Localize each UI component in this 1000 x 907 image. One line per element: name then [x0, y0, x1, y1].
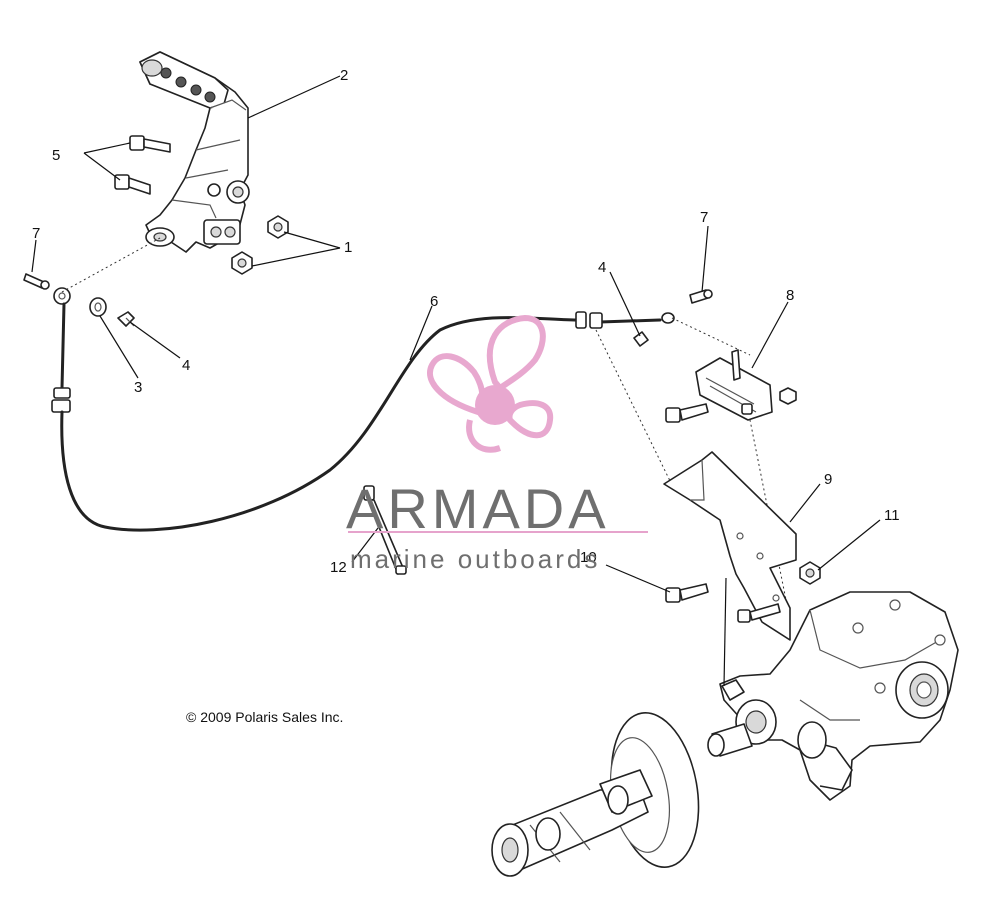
pin-right-part-7	[689, 289, 713, 304]
long-bolt-part-12	[363, 485, 407, 575]
callout-7-right: 7	[700, 209, 708, 226]
copyright-notice: © 2009 Polaris Sales Inc.	[186, 709, 343, 725]
alignment-lines	[61, 237, 791, 621]
brake-cable-part-6	[51, 287, 675, 532]
callout-2: 2	[340, 67, 348, 84]
lever-grip-holes	[160, 67, 216, 103]
clip-right-part-4	[633, 331, 649, 347]
armada-watermark: ARMADA marine outboards	[346, 314, 648, 574]
callout-5: 5	[52, 147, 60, 164]
callout-4-left: 4	[182, 357, 190, 374]
parking-brake-lever	[139, 51, 250, 253]
watermark-title: ARMADA	[346, 477, 610, 540]
callout-6: 6	[430, 293, 438, 310]
mounting-plate-part-9	[663, 451, 797, 641]
callout-labels: 2 5 1 7 3 4 6 4 7 8 9 11 10 12	[32, 67, 900, 576]
callout-12: 12	[330, 559, 347, 576]
nut-part-11	[799, 561, 821, 585]
driveshaft-yoke	[491, 769, 653, 877]
callout-3: 3	[134, 379, 142, 396]
watermark-subtitle: marine outboards	[350, 544, 600, 574]
clip-left-part-4	[117, 311, 135, 327]
propeller-logo-icon	[427, 314, 554, 453]
bolt-part-10	[665, 583, 709, 603]
brake-bracket-part-8	[665, 349, 797, 423]
nuts-part-1	[231, 215, 289, 275]
gearcase-housing	[707, 591, 959, 801]
pin-left-part-7	[23, 273, 50, 290]
callout-9: 9	[824, 471, 832, 488]
leader-lines	[31, 75, 881, 687]
washer-part-3	[89, 297, 107, 317]
callout-7-left: 7	[32, 225, 40, 242]
callout-4-right: 4	[598, 259, 606, 276]
callout-11: 11	[884, 507, 900, 524]
callout-10: 10	[580, 549, 597, 566]
callout-8: 8	[786, 287, 794, 304]
callout-1: 1	[344, 239, 352, 256]
